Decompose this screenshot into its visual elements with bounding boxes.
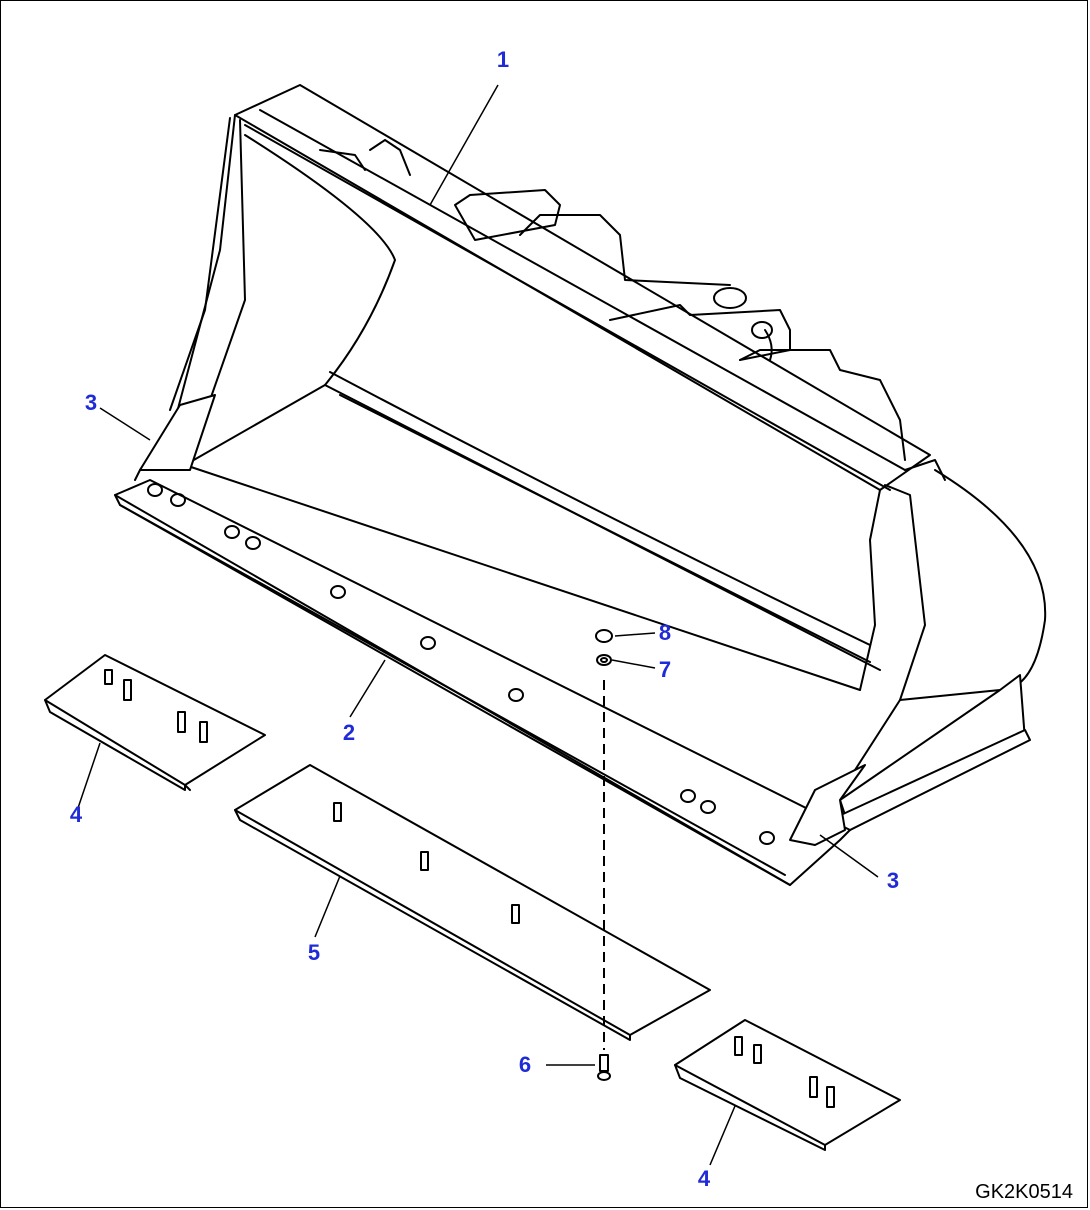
callout-labels: 1 2 3 3 4 4 5 6 7 8 (70, 47, 899, 1191)
callout-2: 2 (343, 720, 355, 745)
callout-6: 6 (519, 1052, 531, 1077)
side-edge-right (789, 764, 866, 846)
base-edge (114, 479, 851, 886)
callout-7: 7 (659, 657, 671, 682)
callout-1: 1 (497, 47, 509, 72)
callout-8: 8 (659, 620, 671, 645)
callout-3-left: 3 (85, 390, 97, 415)
bolt-on-edge-right (674, 1019, 901, 1151)
callout-4-left: 4 (70, 802, 83, 827)
base-bolt-holes (147, 483, 775, 845)
bucket-body (134, 84, 1047, 841)
leader-lines (77, 84, 879, 1166)
fastener-assembly (595, 629, 613, 1081)
drawing-code: GK2K0514 (975, 1181, 1073, 1203)
callout-4-right: 4 (698, 1166, 711, 1191)
callout-3-right: 3 (887, 868, 899, 893)
bolt-on-edge-center (234, 764, 711, 1041)
callout-5: 5 (308, 940, 320, 965)
bolt-on-edge-left (44, 654, 266, 791)
